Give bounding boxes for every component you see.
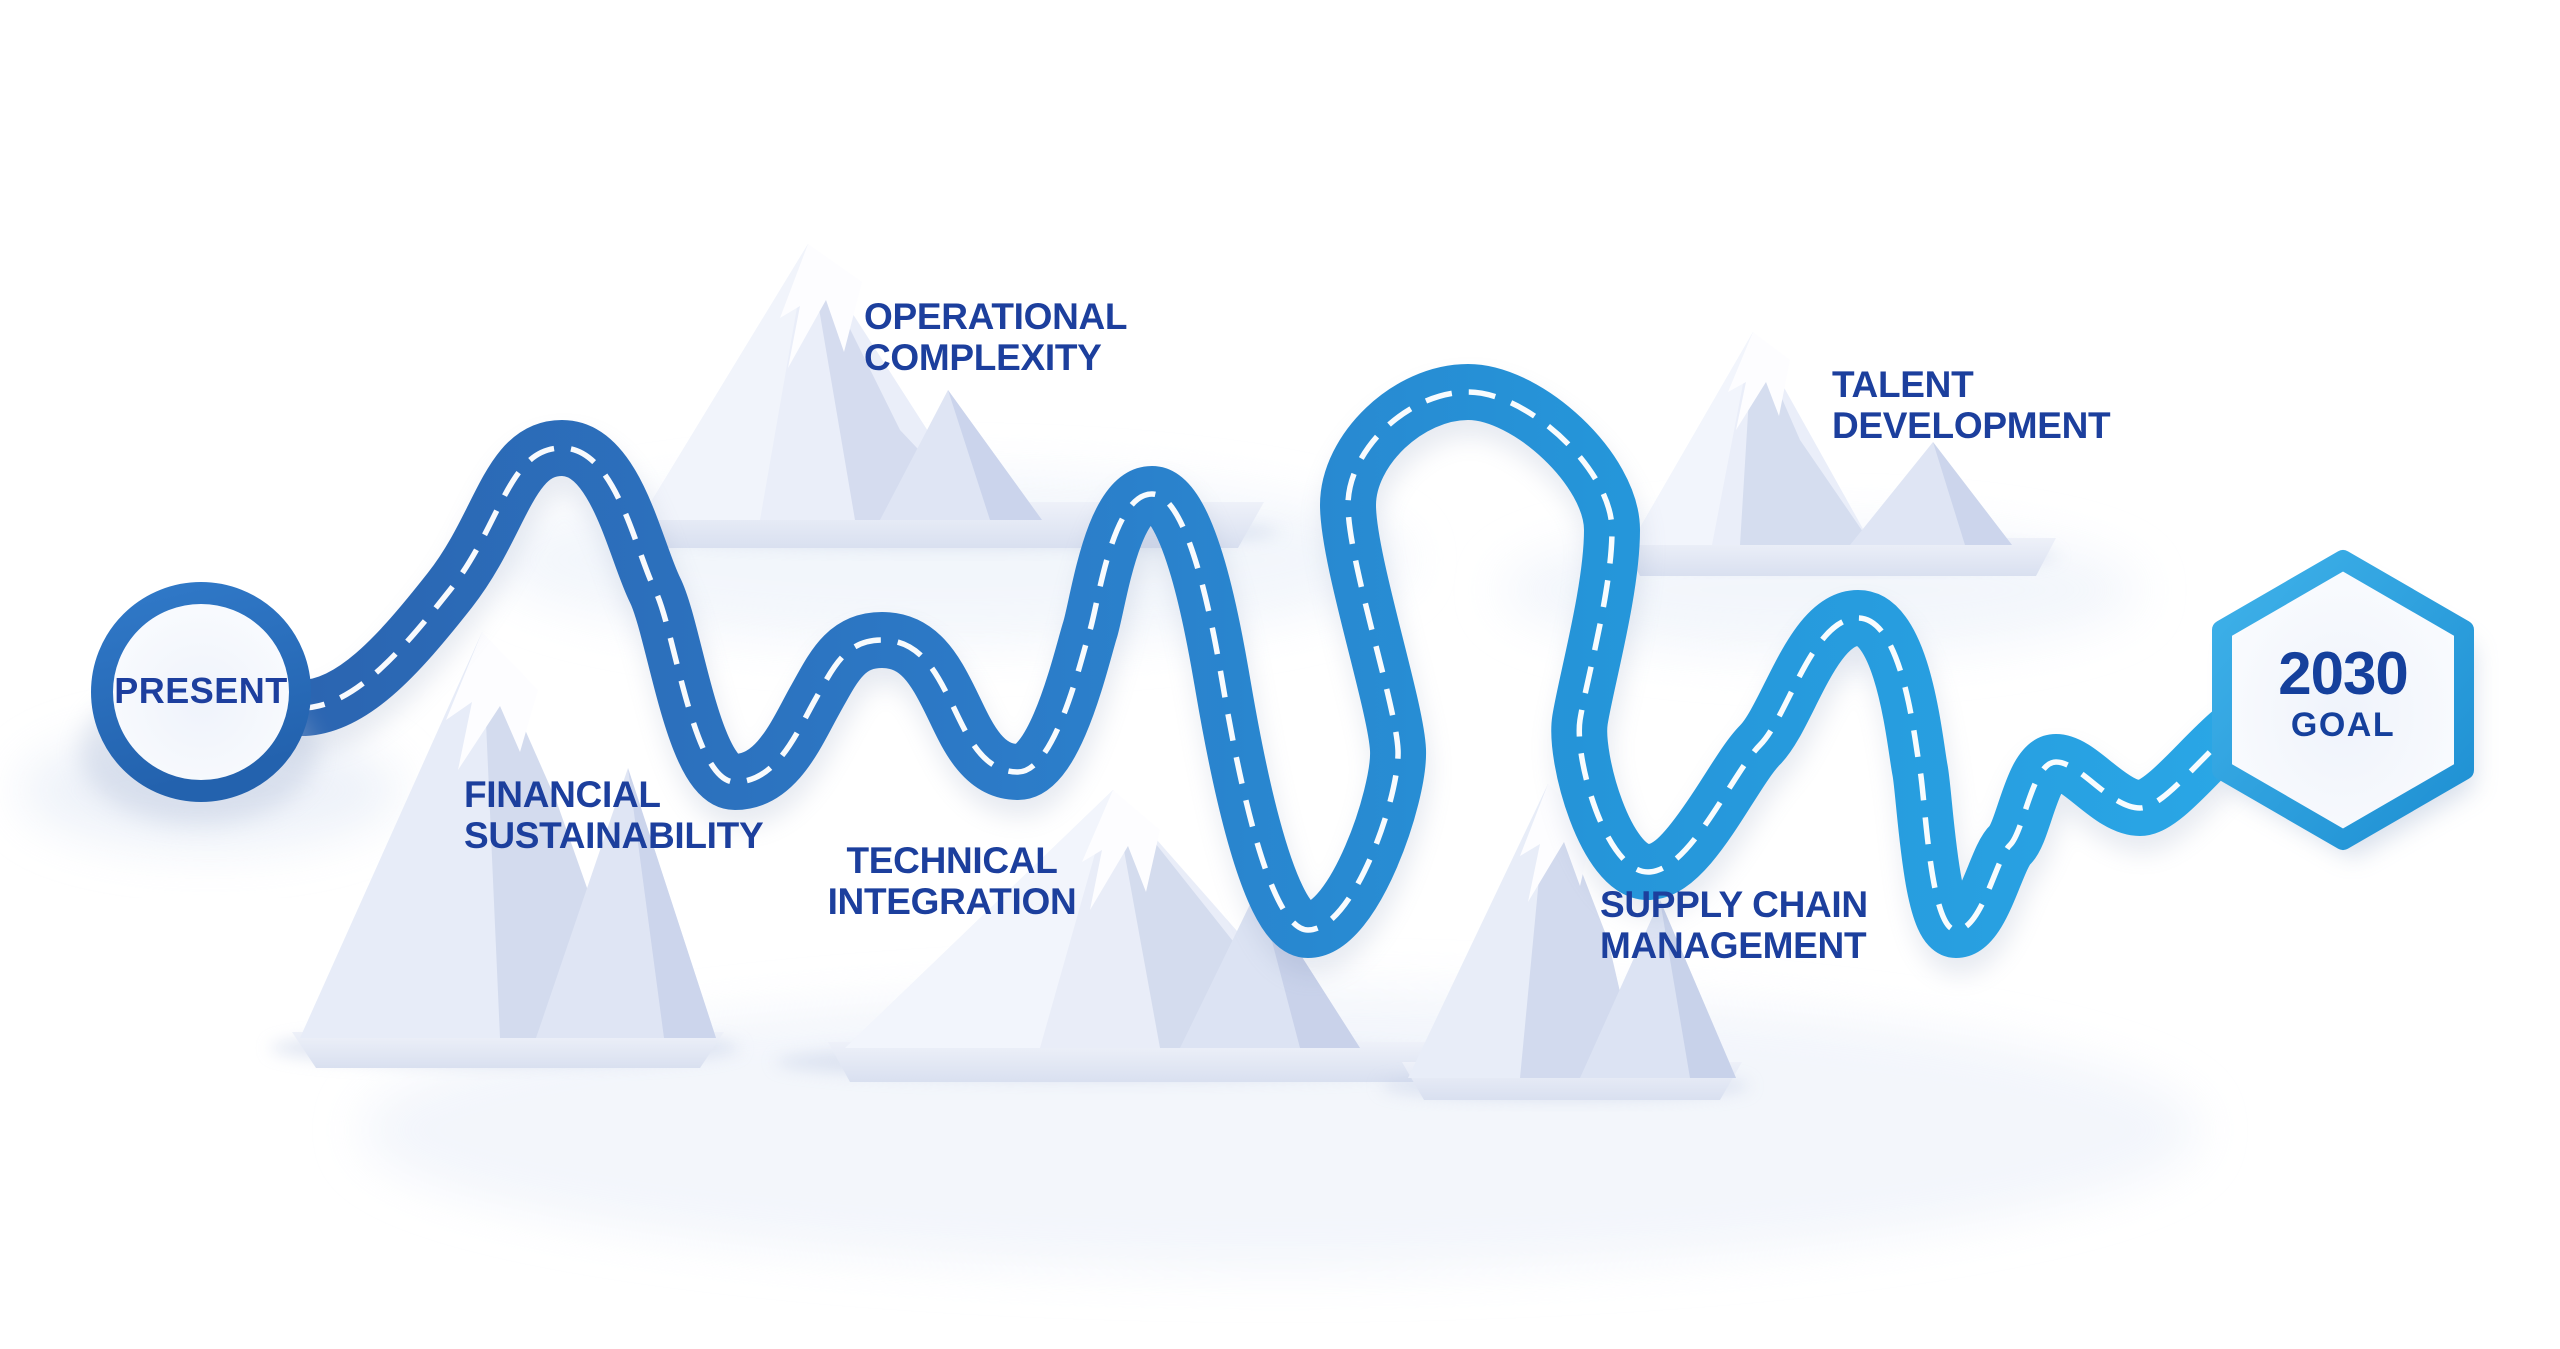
label-talent-development: TALENT DEVELOPMENT	[1832, 364, 2111, 446]
label-financial-sustainability: FINANCIAL SUSTAINABILITY	[464, 774, 764, 856]
mountain-technical-integration	[775, 790, 1496, 1082]
label-technical-integration: TECHNICAL INTEGRATION	[762, 840, 1142, 922]
mountains	[270, 244, 2058, 1100]
label-operational-complexity: OPERATIONAL COMPLEXITY	[864, 296, 1128, 378]
label-supply-chain-management: SUPPLY CHAIN MANAGEMENT	[1600, 884, 1868, 966]
label-line: SUSTAINABILITY	[464, 815, 764, 856]
label-line: TECHNICAL	[846, 840, 1058, 881]
goal-word-text: GOAL	[2290, 706, 2396, 744]
goal-node-label: 2030 GOAL	[2223, 640, 2463, 745]
road	[270, 364, 2288, 958]
label-line: INTEGRATION	[827, 881, 1077, 922]
mountain-talent-development	[1618, 332, 2058, 576]
label-line: TALENT	[1832, 364, 1974, 405]
label-line: FINANCIAL	[464, 774, 661, 815]
label-line: COMPLEXITY	[864, 337, 1102, 378]
label-line: DEVELOPMENT	[1832, 405, 2111, 446]
mountain-supply-chain	[1380, 784, 1750, 1100]
present-node-shape	[80, 582, 316, 824]
label-line: MANAGEMENT	[1600, 925, 1867, 966]
present-node-label: PRESENT	[114, 670, 288, 711]
goal-year-text: 2030	[2278, 640, 2408, 707]
goal-node-shape	[2212, 550, 2474, 858]
label-line: SUPPLY CHAIN	[1600, 884, 1868, 925]
mountain-financial-sustainability	[270, 632, 740, 1068]
label-line: OPERATIONAL	[864, 296, 1128, 337]
